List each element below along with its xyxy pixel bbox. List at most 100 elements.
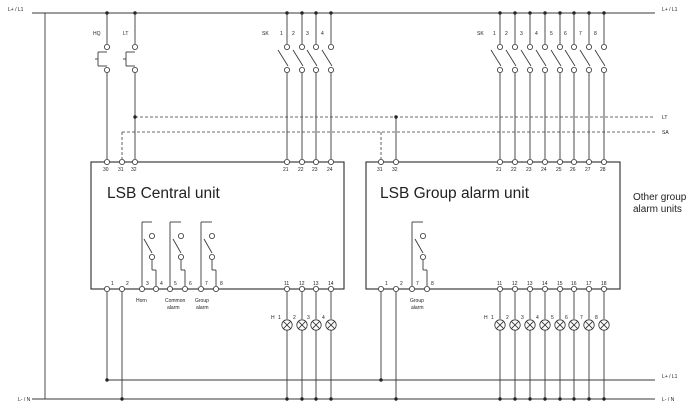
central-output-terminal-number: 13 xyxy=(313,281,319,287)
group-sk-switch-contact-bottom xyxy=(527,67,534,74)
group-sk-switch-blade xyxy=(535,49,547,67)
group-sk-number: 1 xyxy=(493,31,496,37)
group-sk-number: 3 xyxy=(520,31,523,37)
group-bottom-terminal-number: 8 xyxy=(431,281,434,287)
group-input-terminal-number: 28 xyxy=(600,167,606,173)
group-sk-switch-contact-bottom xyxy=(496,67,503,74)
central-input-terminal-number: 23 xyxy=(312,167,318,173)
group-lamp-cross-b xyxy=(569,320,579,330)
central-lamp-rail-dot xyxy=(329,397,333,401)
group-input-terminal-number: 23 xyxy=(526,167,532,173)
central-power-dot-1 xyxy=(105,378,109,382)
central-relay-contact-bottom xyxy=(177,253,184,260)
group-sk-number: 4 xyxy=(535,31,538,37)
central-bottom-terminal-number: 8 xyxy=(220,281,223,287)
group-output-terminal xyxy=(586,285,593,292)
central-output-terminal xyxy=(327,285,334,292)
group-sk-switch-blade xyxy=(579,49,591,67)
group-lamp-number: 4 xyxy=(536,315,539,321)
rail-label-sa: SA xyxy=(662,130,669,136)
group-top-terminal-number: 32 xyxy=(392,167,398,173)
group-output-terminal xyxy=(571,285,578,292)
group-output-terminal-number: 15 xyxy=(557,281,563,287)
central-sk-switch-contact-top xyxy=(298,44,305,51)
central-sk-number: 3 xyxy=(306,31,309,37)
central-relay-label-common-1: Common xyxy=(165,298,186,304)
group-sk-switch-terminal xyxy=(571,158,578,165)
group-sk-switch-blade xyxy=(520,49,532,67)
central-bottom-terminal-number: 5 xyxy=(174,281,177,287)
central-lamp-rail-dot xyxy=(314,397,318,401)
central-sk-number: 2 xyxy=(292,31,295,37)
central-lamp-rail-dot xyxy=(285,397,289,401)
group-bottom-terminal xyxy=(392,285,399,292)
group-sk-switch-terminal xyxy=(496,158,503,165)
central-sk-number: 4 xyxy=(321,31,324,37)
group-sk-switch-contact-top xyxy=(586,44,593,51)
group-32-lt-dot xyxy=(394,115,398,119)
central-output-terminal-number: 12 xyxy=(299,281,305,287)
group-sk-switch-blade xyxy=(490,49,502,67)
group-output-terminal xyxy=(542,285,549,292)
central-relay-label-group-1: Group xyxy=(195,298,209,304)
group-sk-label: SK xyxy=(477,31,484,37)
central-output-terminal xyxy=(283,285,290,292)
hq-switch-contact-bottom xyxy=(104,67,111,74)
central-lamp-number: 3 xyxy=(307,315,310,321)
group-output-terminal xyxy=(601,285,608,292)
central-top-terminal-number: 31 xyxy=(118,167,124,173)
group-lamp-rail-dot xyxy=(543,397,547,401)
central-terminal-30 xyxy=(104,158,111,165)
group-sk-number: 6 xyxy=(564,31,567,37)
group-sk-switch-contact-bottom xyxy=(542,67,549,74)
group-sk-switch-contact-top xyxy=(557,44,564,51)
central-bottom-terminal-number: 7 xyxy=(205,281,208,287)
central-bottom-terminal-number: 1 xyxy=(111,281,114,287)
group-unit-title: LSB Group alarm unit xyxy=(380,185,530,202)
central-sk-switch-contact-top xyxy=(312,44,319,51)
group-relay-label-2: alarm xyxy=(411,305,424,311)
central-output-terminal-number: 11 xyxy=(284,281,289,287)
group-terminal-32 xyxy=(392,158,399,165)
central-bottom-terminal xyxy=(166,285,173,292)
group-lamp-cross-b xyxy=(525,320,535,330)
rail-label-lt: LT xyxy=(662,115,667,121)
central-sk-switch-terminal xyxy=(312,158,319,165)
group-unit-box xyxy=(365,161,621,290)
central-lamp-cross-b xyxy=(282,320,292,330)
group-sk-switch-contact-top xyxy=(496,44,503,51)
group-sk-switch-contact-top xyxy=(527,44,534,51)
central-bottom-terminal xyxy=(119,285,126,292)
group-output-terminal xyxy=(557,285,564,292)
central-bottom-terminal-number: 2 xyxy=(126,281,129,287)
group-sk-switch-contact-bottom xyxy=(571,67,578,74)
central-sk-switch-contact-top xyxy=(327,44,334,51)
central-sk-switch-terminal xyxy=(327,158,334,165)
group-relay-contact-bottom xyxy=(419,253,426,260)
group-top-terminal-number: 31 xyxy=(377,167,383,173)
group-bottom-terminal xyxy=(423,285,430,292)
other-units-line1: Other group xyxy=(633,192,687,203)
group-output-terminal xyxy=(512,285,519,292)
central-sk-switch-contact-bottom xyxy=(312,67,319,74)
group-lamp-number: 2 xyxy=(506,315,509,321)
group-output-terminal-number: 11 xyxy=(497,281,502,287)
central-bottom-terminal xyxy=(212,285,219,292)
central-relay-contact-top xyxy=(148,232,155,239)
group-bottom-terminal-number: 7 xyxy=(416,281,419,287)
group-input-terminal-number: 21 xyxy=(496,167,502,173)
central-sk-switch-blade xyxy=(277,49,289,67)
central-terminal-31 xyxy=(119,158,126,165)
group-output-terminal-number: 13 xyxy=(527,281,533,287)
group-h-label: H xyxy=(484,315,488,321)
lt-switch-contact-bottom xyxy=(131,67,138,74)
group-input-terminal-number: 25 xyxy=(556,167,562,173)
central-sk-switch-contact-bottom xyxy=(327,67,334,74)
central-lamp-rail-dot xyxy=(300,397,304,401)
central-input-terminal-number: 21 xyxy=(283,167,289,173)
central-bottom-terminal-number: 4 xyxy=(160,281,163,287)
group-output-terminal-number: 17 xyxy=(586,281,592,287)
central-output-terminal xyxy=(298,285,305,292)
central-output-terminal-number: 14 xyxy=(328,281,334,287)
